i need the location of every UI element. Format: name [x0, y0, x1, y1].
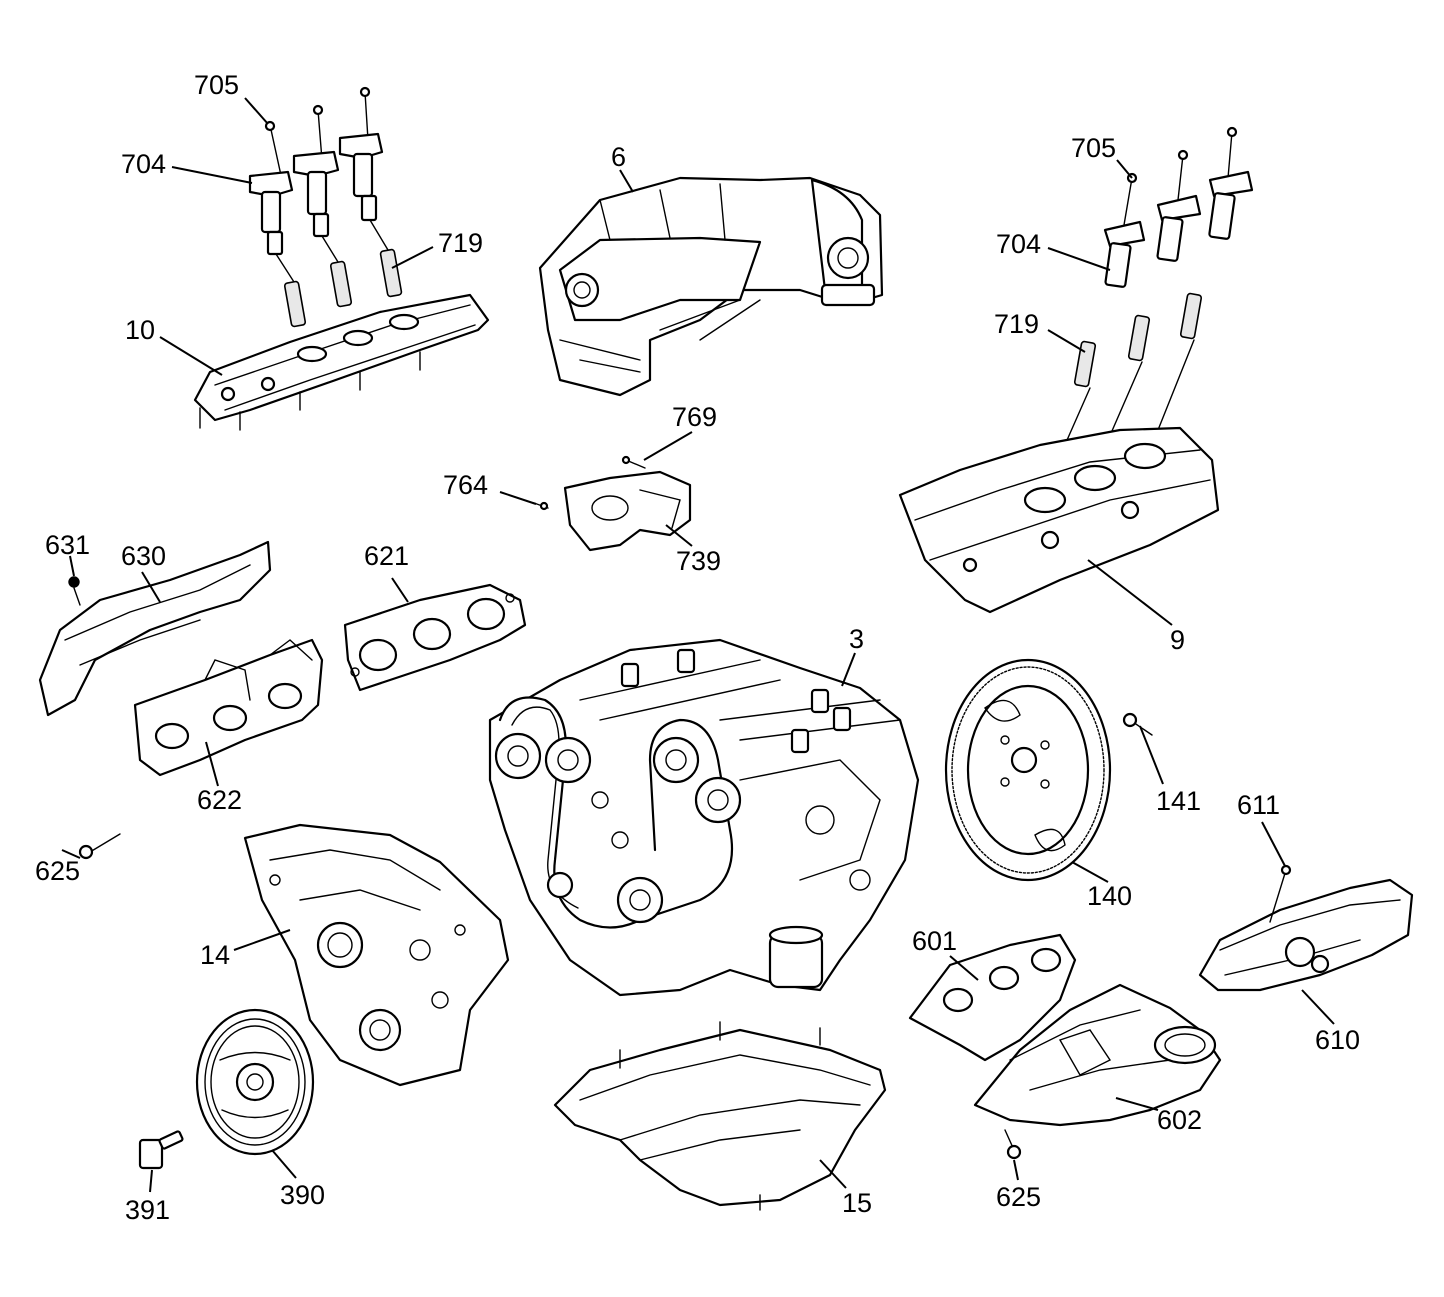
label-9: 9	[1170, 625, 1185, 655]
left-exhaust-heat-shield	[38, 540, 272, 717]
right-exhaust-manifold	[973, 983, 1222, 1160]
label-601: 601	[912, 926, 957, 956]
intake-manifold	[538, 176, 884, 397]
label-769: 769	[672, 402, 717, 432]
label-140: 140	[1087, 881, 1132, 911]
label-602: 602	[1157, 1105, 1202, 1135]
label-704-right: 704	[996, 229, 1041, 259]
label-625-left: 625	[35, 856, 80, 886]
label-14: 14	[200, 940, 230, 970]
part-labels: 705 704 719 10 6 705 704 719 9 769 764 7…	[35, 70, 1360, 1225]
label-6: 6	[611, 142, 626, 172]
label-739: 739	[676, 546, 721, 576]
right-camshaft-cover	[898, 426, 1220, 614]
label-10: 10	[125, 315, 155, 345]
balancer-bolt	[138, 1130, 184, 1170]
cover-bracket	[533, 455, 692, 552]
label-141: 141	[1156, 786, 1201, 816]
label-622: 622	[197, 785, 242, 815]
oil-pan	[553, 1021, 887, 1211]
label-391: 391	[125, 1195, 170, 1225]
left-camshaft-cover	[193, 293, 490, 431]
engine-block	[488, 638, 920, 997]
exhaust-gasket	[343, 583, 527, 692]
label-625-right: 625	[996, 1182, 1041, 1212]
label-719-right: 719	[994, 309, 1039, 339]
label-621: 621	[364, 541, 409, 571]
label-3: 3	[849, 624, 864, 654]
flywheel	[944, 658, 1153, 882]
right-exhaust-heat-shield	[1198, 864, 1414, 992]
label-719-left: 719	[438, 228, 483, 258]
label-705-right: 705	[1071, 133, 1116, 163]
label-630: 630	[121, 541, 166, 571]
crankshaft-balancer	[195, 1008, 315, 1156]
label-764: 764	[443, 470, 488, 500]
label-705-left: 705	[194, 70, 239, 100]
left-exhaust-manifold	[78, 638, 324, 860]
leader-lines	[61, 97, 1335, 1193]
engine-front-cover	[243, 823, 510, 1087]
label-631: 631	[45, 530, 90, 560]
left-ignition-coils	[248, 86, 403, 328]
label-15: 15	[842, 1188, 872, 1218]
label-611: 611	[1237, 790, 1280, 820]
label-390: 390	[280, 1180, 325, 1210]
right-exhaust-gasket	[908, 933, 1077, 1062]
label-610: 610	[1315, 1025, 1360, 1055]
label-704-left: 704	[121, 149, 166, 179]
right-ignition-coils	[1044, 126, 1254, 491]
